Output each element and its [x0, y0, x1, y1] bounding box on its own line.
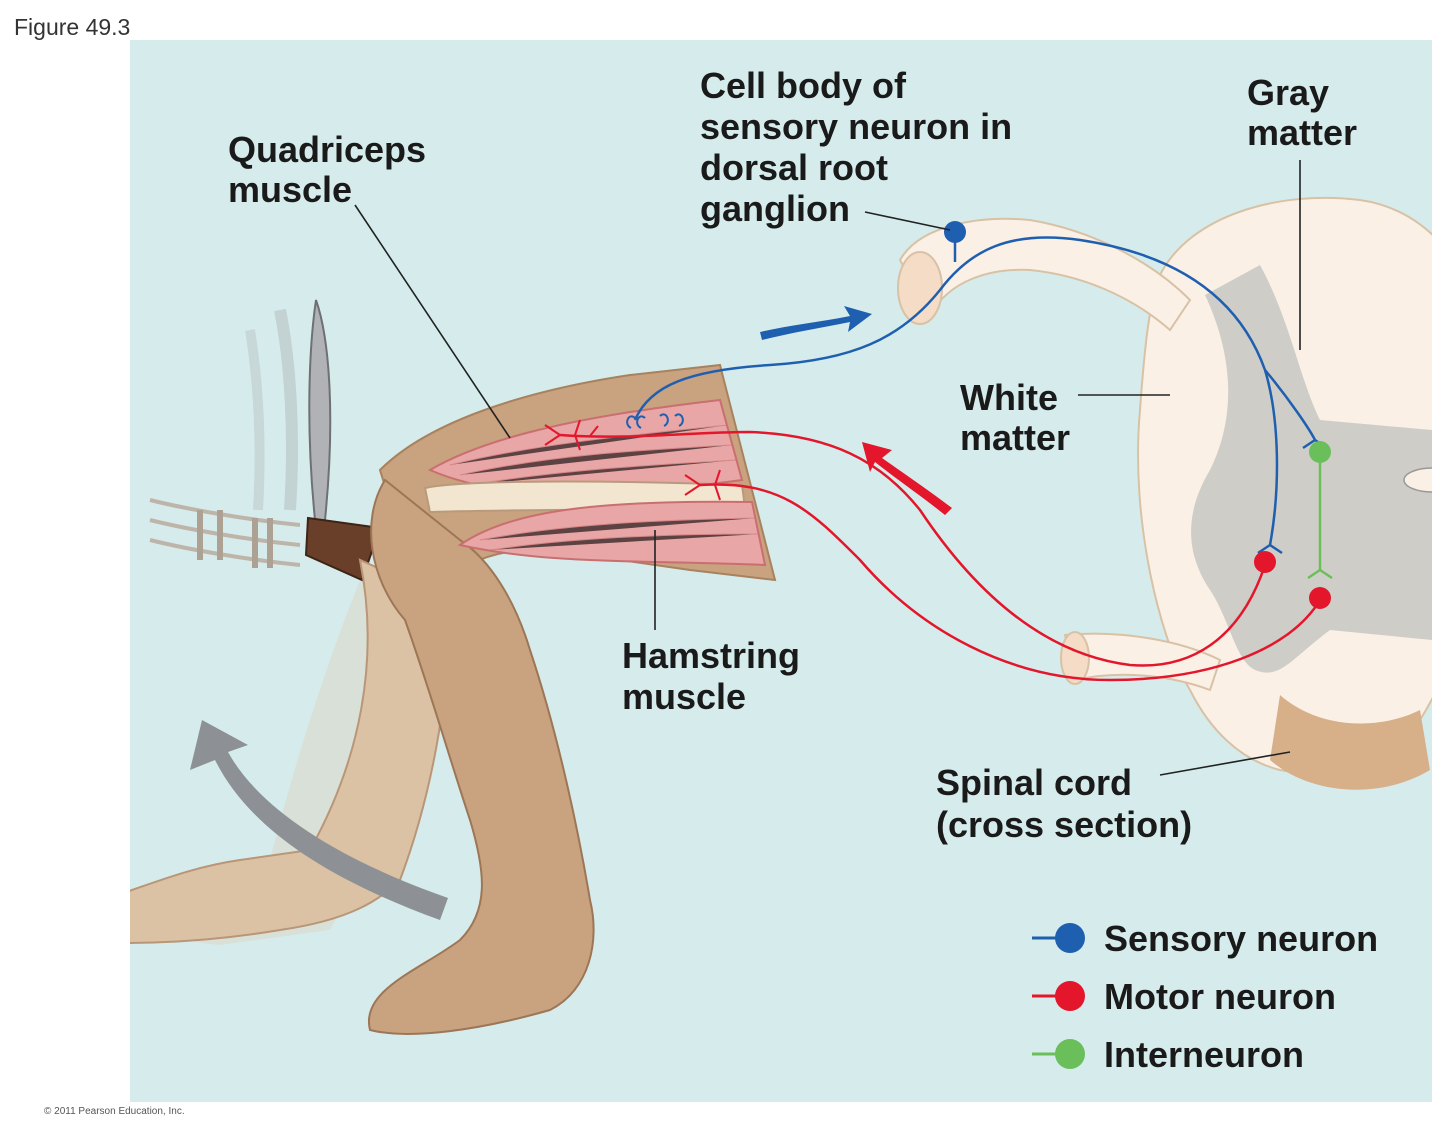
legend-item-sensory: Sensory neuron — [1032, 918, 1378, 959]
leader-quadriceps — [354, 204, 511, 439]
label-white-matter: White matter — [960, 377, 1070, 458]
dorsal-root — [898, 217, 1192, 332]
motor-neuron-cell-2 — [1309, 587, 1331, 609]
neuromuscular-junction-icons — [544, 419, 721, 501]
legend-item-interneuron: Interneuron — [1032, 1034, 1304, 1075]
knee-jerk-reflex-diagram: Quadriceps muscle Cell body of sensory n… — [130, 40, 1432, 1102]
motor-neuron-path — [559, 430, 1322, 682]
ventral-root — [1063, 632, 1222, 692]
label-hamstring: Hamstring muscle — [622, 635, 810, 717]
leader-cell-body — [864, 211, 951, 231]
label-spinal-cord: Spinal cord (cross section) — [936, 762, 1192, 845]
label-quadriceps: Quadriceps muscle — [228, 129, 436, 210]
sensory-direction-arrow — [760, 306, 872, 340]
copyright-notice: © 2011 Pearson Education, Inc. — [44, 1106, 185, 1117]
label-cell-body: Cell body of sensory neuron in dorsal ro… — [700, 65, 1022, 229]
legend-label-sensory: Sensory neuron — [1104, 918, 1378, 959]
spinal-cord — [897, 196, 1432, 790]
lower-leg-right — [367, 478, 595, 1035]
sensory-neuron-dot-icon — [1055, 923, 1085, 953]
leg-motion-ghost — [162, 580, 430, 945]
muscle-spindle-icon — [626, 413, 684, 429]
legend: Sensory neuron Motor neuron Interneuron — [1032, 918, 1378, 1075]
leader-spinal-cord — [1159, 751, 1291, 776]
motor-neuron-dot-icon — [1055, 981, 1085, 1011]
reflex-hammer-icon — [245, 299, 382, 582]
lower-leg-left — [130, 558, 452, 944]
legend-item-motor: Motor neuron — [1032, 976, 1336, 1017]
interneuron-path — [1307, 452, 1333, 580]
motor-direction-arrow — [862, 442, 952, 515]
legend-label-interneuron: Interneuron — [1104, 1034, 1304, 1075]
label-gray-matter: Gray matter — [1247, 72, 1357, 153]
hammer-motion-lines — [149, 498, 301, 568]
legend-label-motor: Motor neuron — [1104, 976, 1336, 1017]
motor-neuron-cell-1 — [1254, 551, 1276, 573]
sensory-cell-body-dot — [944, 221, 966, 243]
leg-extension-arrow — [190, 720, 448, 920]
reflex-diagram-panel: Quadriceps muscle Cell body of sensory n… — [130, 40, 1432, 1102]
interneuron-dot-icon — [1055, 1039, 1085, 1069]
figure-label: Figure 49.3 — [14, 14, 131, 40]
gray-matter-region — [1191, 265, 1432, 673]
hamstring-muscle — [457, 500, 767, 567]
interneuron-cell-body — [1309, 441, 1331, 463]
